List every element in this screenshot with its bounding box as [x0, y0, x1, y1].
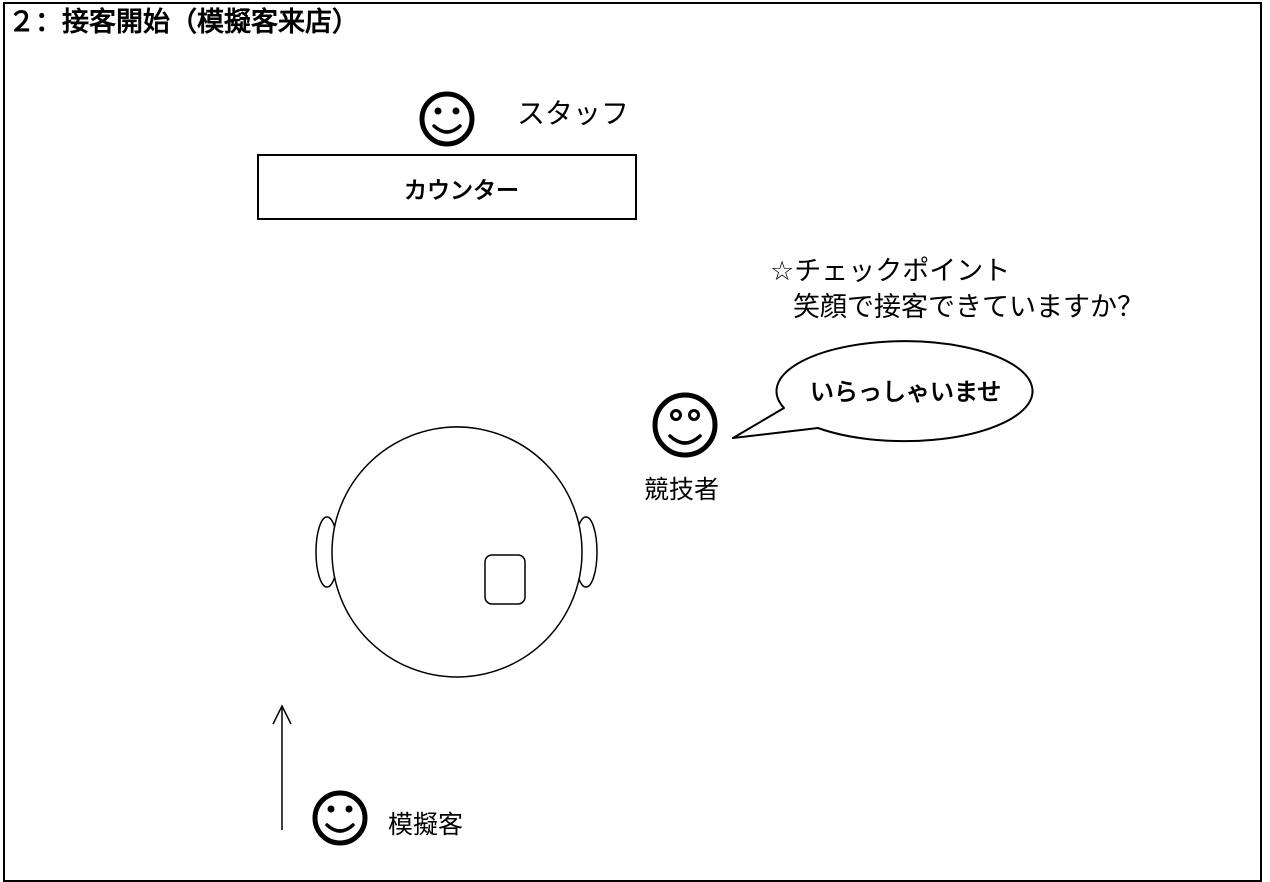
round-table — [315, 426, 598, 678]
speech-bubble-text: いらっしゃいませ — [810, 378, 1002, 406]
staff-label: スタッフ — [517, 97, 630, 130]
counter-label: カウンター — [404, 178, 519, 204]
counter-box — [257, 154, 637, 220]
staff-smiley-icon — [419, 91, 475, 147]
speech-bubble — [732, 340, 1034, 443]
checkpoint-title: ☆チェックポイント — [770, 256, 1011, 287]
table-item — [484, 554, 526, 605]
competitor-smiley-icon — [652, 392, 718, 458]
checkpoint-question: 笑顔で接客できていますか？ — [793, 292, 1144, 323]
up-arrow-icon — [272, 704, 292, 830]
page-title: ２：接客開始（模擬客来店） — [8, 7, 359, 38]
guest-smiley-icon — [312, 790, 368, 846]
competitor-label: 競技者 — [644, 475, 720, 504]
guest-label: 模擬客 — [388, 810, 464, 839]
